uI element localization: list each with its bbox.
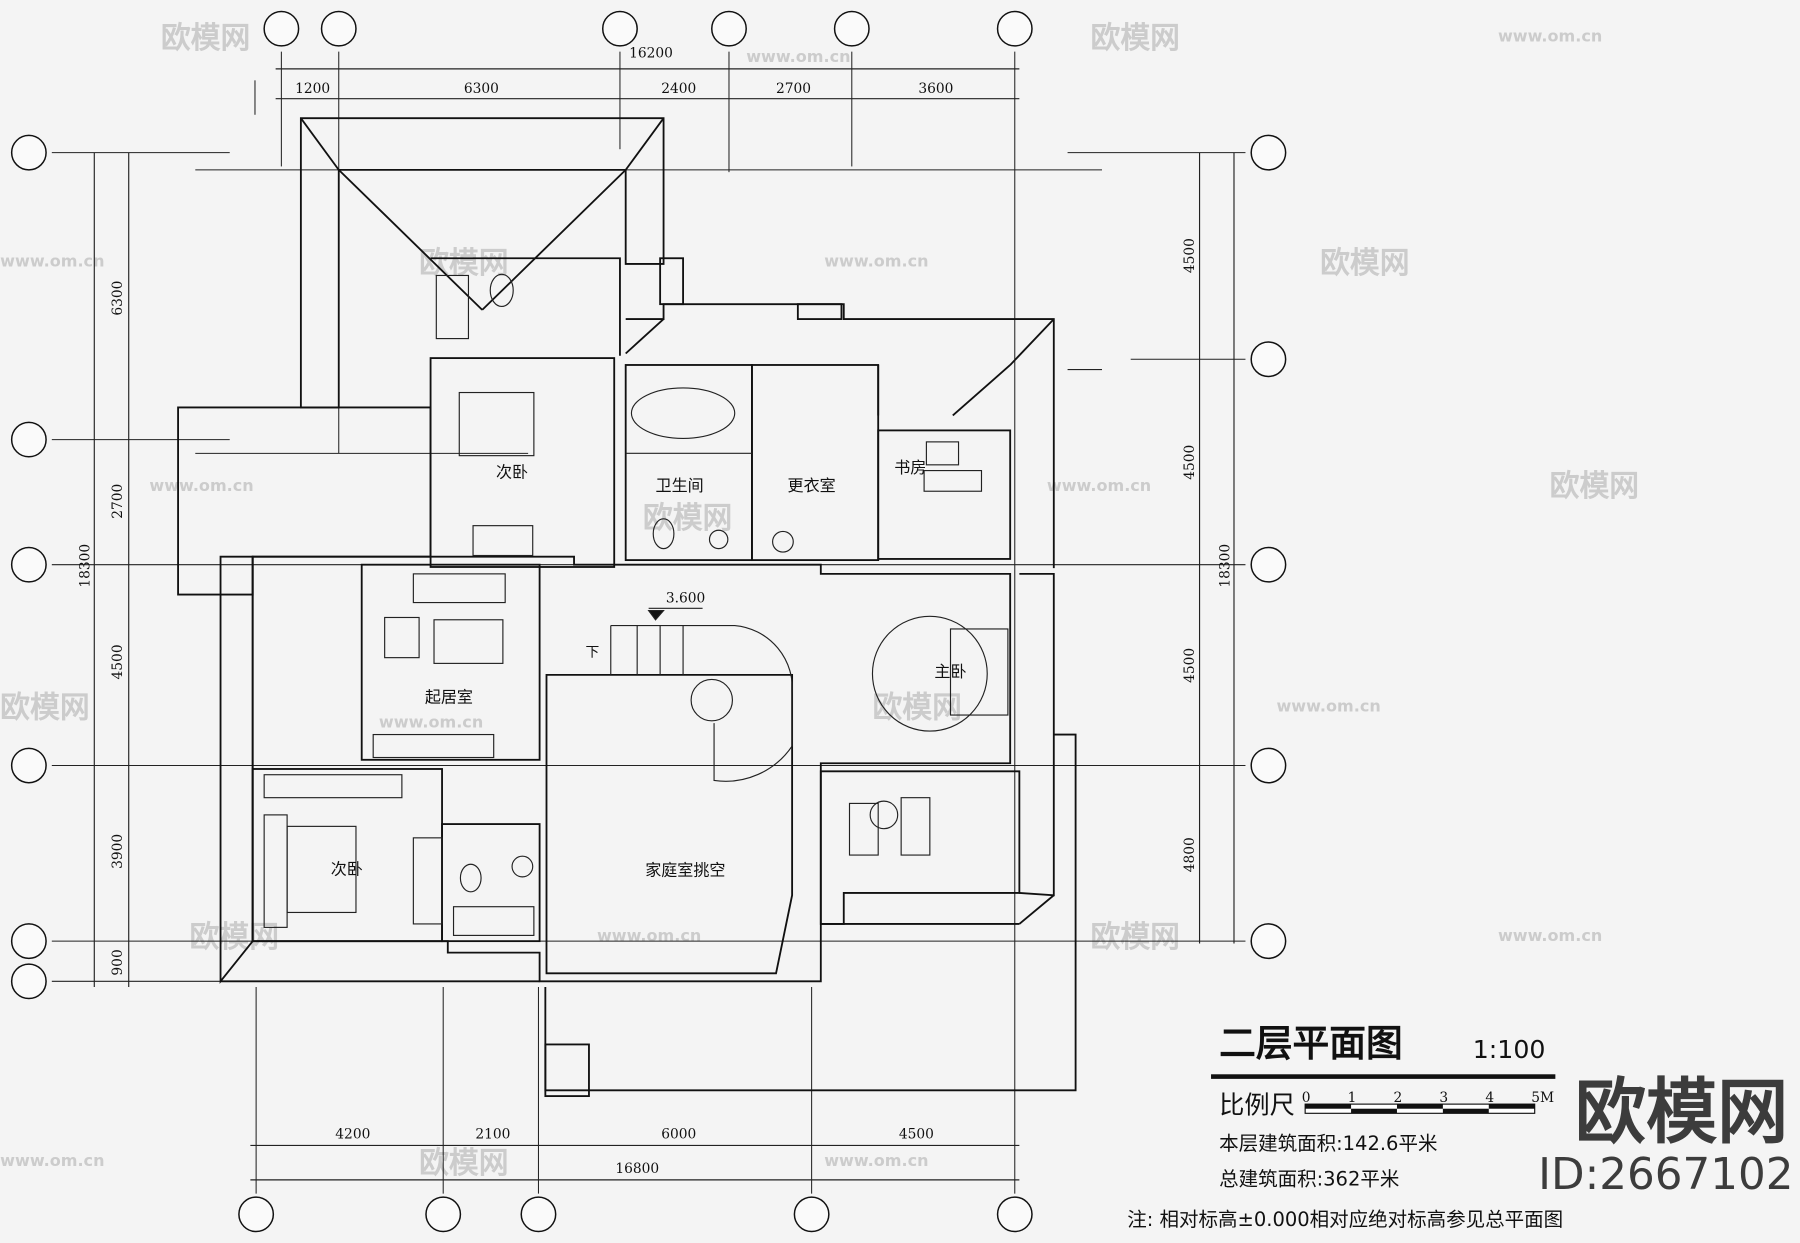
dim-left: 900 xyxy=(110,949,126,975)
svg-text:www.om.cn: www.om.cn xyxy=(824,251,928,270)
title-block: 二层平面图 1:100 比例尺 0 1 2 3 4 5M 本层建筑面积:142.… xyxy=(1127,1022,1563,1231)
svg-text:欧模网: 欧模网 xyxy=(190,920,279,955)
dim-left: 4500 xyxy=(110,644,126,679)
dim-bottom: 6000 xyxy=(661,1127,696,1143)
drawing-title: 二层平面图 xyxy=(1219,1022,1403,1065)
svg-text:www.om.cn: www.om.cn xyxy=(1047,476,1151,495)
stair-down-label: 下 xyxy=(586,645,600,661)
axis-bubbles xyxy=(10,10,1287,1233)
svg-text:www.om.cn: www.om.cn xyxy=(0,251,104,270)
dim-left: 2700 xyxy=(110,484,126,519)
dim-bottom: 4200 xyxy=(335,1127,370,1143)
dim-top: 6300 xyxy=(464,81,499,97)
dim-top: 2700 xyxy=(776,81,811,97)
svg-text:欧模网: 欧模网 xyxy=(1091,920,1180,955)
room-labels: 次卧 卫生间 更衣室 书房 主卧 起居室 次卧 家庭室挑空 3.600 下 xyxy=(331,458,967,880)
scale-tick: 2 xyxy=(1394,1090,1403,1106)
dim-bottom-total: 16800 xyxy=(615,1161,659,1177)
dim-right: 4500 xyxy=(1182,445,1198,480)
drawing-scale: 1:100 xyxy=(1473,1035,1546,1064)
dim-left: 3900 xyxy=(110,834,126,869)
scale-tick: 5M xyxy=(1531,1090,1554,1106)
room-label: 书房 xyxy=(894,458,926,477)
room-label: 更衣室 xyxy=(788,476,836,495)
svg-text:www.om.cn: www.om.cn xyxy=(149,476,253,495)
watermarks: 欧模网欧模网 欧模网欧模网 欧模网欧模网 欧模网欧模网 欧模网欧模网 欧模网 w… xyxy=(0,21,1639,1181)
dim-top: 3600 xyxy=(918,81,953,97)
logo-brand: 欧模网 xyxy=(1575,1070,1788,1153)
room-label: 起居室 xyxy=(425,687,473,706)
dim-left-total: 18300 xyxy=(78,544,94,588)
dim-top: 2400 xyxy=(661,81,696,97)
svg-text:欧模网: 欧模网 xyxy=(1320,246,1409,281)
scale-tick: 0 xyxy=(1302,1090,1311,1106)
svg-text:欧模网: 欧模网 xyxy=(1550,469,1639,504)
svg-text:欧模网: 欧模网 xyxy=(872,690,961,725)
scale-tick: 3 xyxy=(1439,1090,1448,1106)
total-area: 总建筑面积:362平米 xyxy=(1219,1168,1399,1191)
svg-text:www.om.cn: www.om.cn xyxy=(1498,26,1602,45)
svg-text:www.om.cn: www.om.cn xyxy=(379,713,483,732)
dimension-lines xyxy=(93,68,1235,1181)
dim-left: 6300 xyxy=(110,281,126,316)
walls xyxy=(177,117,1077,1098)
svg-text:欧模网: 欧模网 xyxy=(419,1146,508,1181)
dim-top: 1200 xyxy=(295,81,330,97)
floor-area: 本层建筑面积:142.6平米 xyxy=(1219,1132,1437,1155)
dimension-labels: 16200 1200 6300 2400 2700 3600 18300 630… xyxy=(78,45,1234,1177)
room-label: 次卧 xyxy=(496,462,528,481)
dim-bottom: 2100 xyxy=(475,1127,510,1143)
svg-text:www.om.cn: www.om.cn xyxy=(746,47,850,66)
scale-tick: 4 xyxy=(1485,1090,1494,1106)
dim-right: 4500 xyxy=(1182,238,1198,273)
scale-bar: 0 1 2 3 4 5M xyxy=(1302,1090,1554,1114)
dim-right: 4500 xyxy=(1182,648,1198,683)
room-label: 次卧 xyxy=(331,860,363,879)
svg-text:www.om.cn: www.om.cn xyxy=(1498,926,1602,945)
svg-text:www.om.cn: www.om.cn xyxy=(597,926,701,945)
room-label: 主卧 xyxy=(934,662,966,681)
svg-text:www.om.cn: www.om.cn xyxy=(824,1151,928,1170)
svg-text:欧模网: 欧模网 xyxy=(0,690,89,725)
dim-right-total: 18300 xyxy=(1217,544,1233,588)
svg-text:欧模网: 欧模网 xyxy=(161,21,250,56)
dim-top-total: 16200 xyxy=(629,45,673,61)
fixtures xyxy=(263,273,1009,936)
room-label: 家庭室挑空 xyxy=(645,861,725,880)
axis-grid xyxy=(51,51,1246,1194)
elevation-note: 注: 相对标高±0.000相对应绝对标高参见总平面图 xyxy=(1127,1208,1563,1231)
elevation-label: 3.600 xyxy=(666,591,705,607)
scale-bar-label: 比例尺 xyxy=(1219,1090,1295,1119)
svg-text:欧模网: 欧模网 xyxy=(1091,21,1180,56)
room-label: 卫生间 xyxy=(656,476,704,495)
svg-text:www.om.cn: www.om.cn xyxy=(0,1151,104,1170)
svg-text:www.om.cn: www.om.cn xyxy=(1276,697,1380,716)
dim-right: 4800 xyxy=(1182,837,1198,872)
scale-tick: 1 xyxy=(1348,1090,1357,1106)
site-logo-watermark: 欧模网 ID:2667102 xyxy=(1538,1070,1793,1200)
dim-bottom: 4500 xyxy=(899,1127,934,1143)
logo-id: ID:2667102 xyxy=(1538,1150,1793,1200)
